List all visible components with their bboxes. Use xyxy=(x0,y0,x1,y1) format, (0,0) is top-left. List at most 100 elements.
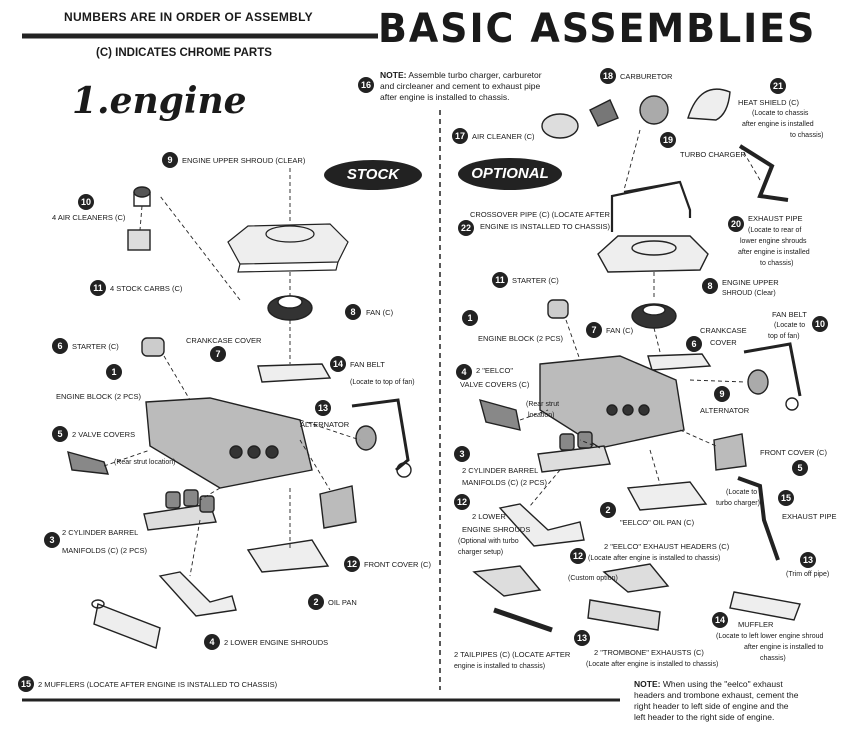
opt-heat-shield xyxy=(687,88,731,121)
part-label: 2 CYLINDER BARREL xyxy=(462,466,539,475)
part-note: lower engine shrouds xyxy=(740,238,807,245)
opt-exhaust-headers xyxy=(472,563,670,597)
stock-mufflers xyxy=(91,599,161,649)
part-label: 2 "EELCO" xyxy=(476,366,514,375)
part-note: (Locate after engine is installed to cha… xyxy=(588,555,721,562)
part-label: 2 "TROMBONE" EXHAUSTS (C) xyxy=(594,648,704,657)
step-number: 13 xyxy=(800,552,816,568)
opt-muffler xyxy=(729,591,801,621)
step-number: 22 xyxy=(458,220,474,236)
part-label: CRANKCASE COVER xyxy=(186,336,262,345)
step-number: 10 xyxy=(78,194,94,210)
step-number: 13 xyxy=(574,630,590,646)
part-note: SHROUD (Clear) xyxy=(722,290,776,297)
step-number: 4 xyxy=(204,634,220,650)
part-label: AIR CLEANER (C) xyxy=(472,132,535,141)
step-number: 3 xyxy=(44,532,60,548)
part-label: 2 VALVE COVERS xyxy=(72,430,136,439)
part-note: (Locate to xyxy=(774,322,806,329)
part-label: 2 "EELCO" EXHAUST HEADERS (C) xyxy=(604,542,730,551)
stock-upper-shroud xyxy=(227,223,349,273)
step-number: 9 xyxy=(162,152,178,168)
opt-starter xyxy=(547,299,569,319)
part-label: 2 TAILPIPES (C) (Locate after xyxy=(454,650,571,659)
part-label: ENGINE UPPER xyxy=(722,278,779,287)
step-number: 10 xyxy=(812,316,828,332)
stock-front-cover xyxy=(319,485,357,529)
stock-crankcase-cover xyxy=(257,363,332,383)
part-label: STARTER (C) xyxy=(512,276,559,285)
step-number: 7 xyxy=(210,346,226,362)
opt-fan xyxy=(631,303,677,329)
part-note: after engine is installed xyxy=(742,121,814,128)
optional-badge: OPTIONAL xyxy=(458,158,562,190)
step-number: 1 xyxy=(106,364,122,380)
part-label: STARTER (C) xyxy=(72,342,119,351)
step-number: 17 xyxy=(452,128,468,144)
stock-air-cleaner xyxy=(133,186,151,207)
part-note: (Custom option) xyxy=(568,575,618,582)
part-label: ENGINE UPPER SHROUD (Clear) xyxy=(182,156,306,165)
part-label: FAN BELT xyxy=(350,360,385,369)
step-number: 15 xyxy=(778,490,794,506)
step-number: 2 xyxy=(600,502,616,518)
step-number: 5 xyxy=(792,460,808,476)
part-note: to chassis) xyxy=(760,260,794,267)
part-note: location) xyxy=(528,412,555,419)
step-number: 7 xyxy=(586,322,602,338)
opt-lower-shrouds xyxy=(498,503,585,547)
opt-exhaust-pipe xyxy=(738,144,789,202)
step-number: 2 xyxy=(308,594,324,610)
part-label: MANIFOLDS (C) (2 Pcs) xyxy=(462,478,548,487)
part-label: 4 STOCK CARBS (C) xyxy=(110,284,183,293)
part-note: after engine is installed xyxy=(738,249,810,256)
part-label: FAN (C) xyxy=(606,326,634,335)
step-number: 11 xyxy=(90,280,106,296)
eelco-header-note: NOTE: When using the "eelco" exhaust hea… xyxy=(634,679,799,722)
opt-exhaust-pipe-15 xyxy=(737,476,780,561)
stock-fan-belt xyxy=(351,398,412,478)
opt-crossover-pipe xyxy=(610,180,692,232)
stock-badge: STOCK xyxy=(324,160,422,190)
step-number: 16 xyxy=(358,77,374,93)
opt-engine-block xyxy=(539,355,685,449)
part-label: TURBO CHARGER xyxy=(680,150,746,159)
opt-upper-shroud xyxy=(597,235,709,273)
part-note: (Locate to xyxy=(726,489,758,496)
part-label: ALTERNATOR xyxy=(700,406,750,415)
opt-air-cleaner xyxy=(541,113,579,139)
opt-fan-belt xyxy=(743,342,802,411)
step-number: 12 xyxy=(454,494,470,510)
step-number: 5 xyxy=(52,426,68,442)
step-number: 14 xyxy=(330,356,346,372)
step-number: 11 xyxy=(492,272,508,288)
step-number: 21 xyxy=(770,78,786,94)
part-label: 2 CYLINDER BARREL xyxy=(62,528,139,537)
part-note: (Rear strut xyxy=(526,401,560,408)
step-number: 9 xyxy=(714,386,730,402)
stock-lower-shrouds xyxy=(158,571,237,617)
chrome-parts-note: (C) INDICATES CHROME PARTS xyxy=(96,47,272,59)
part-label: CROSSOVER PIPE (C) (Locate after xyxy=(470,210,610,219)
part-label: CRANKCASE xyxy=(700,326,747,335)
part-label: MUFFLER xyxy=(738,620,774,629)
step-number: 19 xyxy=(660,132,676,148)
part-note: (Optional with turbo xyxy=(458,538,519,545)
part-note: turbo charger) xyxy=(716,500,760,507)
opt-front-cover xyxy=(713,433,747,471)
stock-fan xyxy=(267,295,313,321)
step-number: 6 xyxy=(686,336,702,352)
opt-carburetor xyxy=(589,99,619,127)
part-label: FAN BELT xyxy=(772,310,807,319)
part-note: (Locate to chassis xyxy=(752,110,809,117)
part-label: 2 LOWER xyxy=(472,512,506,521)
opt-alternator xyxy=(747,369,769,395)
part-label: 2 LOWER ENGINE SHROUDS xyxy=(224,638,329,647)
part-note: (Locate to top of fan) xyxy=(350,379,415,386)
page-title: BASIC ASSEMBLIES xyxy=(378,6,817,52)
opt-oil-pan xyxy=(626,481,708,511)
opt-tailpipes xyxy=(493,607,553,633)
part-label: VALVE COVERS (C) xyxy=(460,380,530,389)
stock-valve-covers xyxy=(67,451,110,475)
